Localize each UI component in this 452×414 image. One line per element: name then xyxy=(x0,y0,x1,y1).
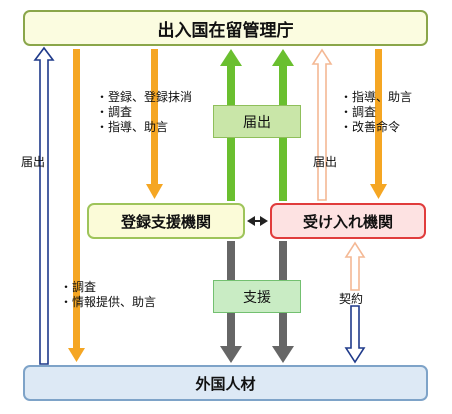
label-notification-center-text: 届出 xyxy=(243,114,271,131)
label-notification-center: 届出 xyxy=(213,105,301,138)
label-support-center: 支援 xyxy=(213,280,301,313)
label-right-notification: 届出 xyxy=(313,155,338,169)
notes-agency-to-foreigner: ・調査 ・情報提供、助言 xyxy=(60,280,156,310)
node-immigration-agency-label: 出入国在留管理庁 xyxy=(157,20,294,41)
notes-agency-to-registered: ・登録、登録抹消 ・調査 ・指導、助言 xyxy=(96,90,192,135)
arrow-contract-down xyxy=(344,305,366,364)
label-support-center-text: 支援 xyxy=(243,289,271,306)
arrow-between-orgs xyxy=(247,216,268,226)
node-registered-support-org: 登録支援機関 xyxy=(87,203,245,239)
arrow-agency-to-registered-org xyxy=(146,49,163,199)
node-foreign-talent-label: 外国人材 xyxy=(195,374,256,393)
notes-agency-to-receiving: ・指導、助言 ・調査 ・改善命令 xyxy=(340,90,412,135)
node-receiving-org: 受け入れ機関 xyxy=(270,203,426,239)
label-contract: 契約 xyxy=(339,292,364,306)
note-line: ・調査 xyxy=(96,105,133,119)
node-receiving-org-label: 受け入れ機関 xyxy=(302,212,393,231)
arrow-contract-up xyxy=(344,241,366,291)
note-line: ・調査 xyxy=(60,280,97,294)
note-line: ・情報提供、助言 xyxy=(60,295,157,309)
arrow-agency-to-receiving-org xyxy=(370,49,387,199)
node-foreign-talent: 外国人材 xyxy=(23,365,428,401)
note-line: ・改善命令 xyxy=(340,120,401,134)
note-line: ・指導、助言 xyxy=(96,120,169,134)
note-line: ・指導、助言 xyxy=(340,90,413,104)
node-registered-support-org-label: 登録支援機関 xyxy=(120,212,211,231)
arrow-right-notification xyxy=(311,48,333,201)
label-left-notification: 届出 xyxy=(21,155,46,169)
arrow-agency-to-foreigner xyxy=(68,49,85,362)
node-immigration-agency: 出入国在留管理庁 xyxy=(23,10,428,46)
note-line: ・登録、登録抹消 xyxy=(96,90,193,104)
note-line: ・調査 xyxy=(340,105,377,119)
arrow-foreigner-to-agency-notification xyxy=(33,46,55,365)
